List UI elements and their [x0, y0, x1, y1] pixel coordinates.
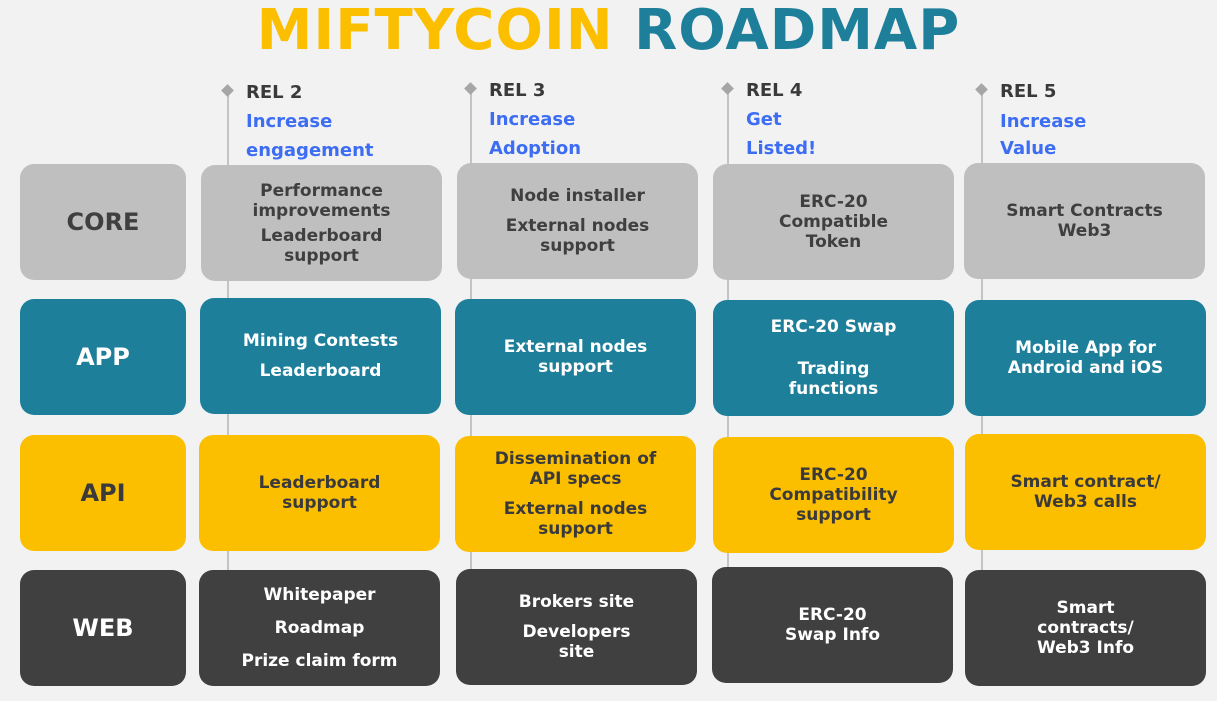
roadmap-item: Leaderboard support [260, 225, 383, 266]
roadmap-item: ERC-20 Swap [770, 317, 897, 337]
release-goal-line1: Get [746, 109, 782, 130]
roadmap-item: Whitepaper [263, 585, 376, 605]
row-label-api: API [20, 435, 186, 551]
milestone-marker-rel5 [975, 83, 988, 96]
roadmap-cell-web-rel5: Smart contracts/ Web3 Info [965, 570, 1206, 686]
milestone-marker-rel4 [721, 82, 734, 95]
roadmap-item: Brokers site [518, 592, 635, 612]
roadmap-item: Node installer [510, 186, 645, 206]
release-goal-line2: engagement [246, 140, 374, 161]
roadmap-item: External nodes support [503, 337, 648, 377]
row-label-app: APP [20, 299, 186, 415]
roadmap-item: Prize claim form [241, 651, 398, 671]
roadmap-item: Smart contract/ Web3 calls [1010, 472, 1161, 512]
release-label: REL 3 [489, 80, 546, 101]
roadmap-item: ERC-20 Compatibility support [769, 465, 898, 525]
release-label: REL 2 [246, 82, 303, 103]
roadmap-item: Developers site [522, 622, 631, 662]
roadmap-item: Mobile App for Android and iOS [1007, 338, 1164, 378]
roadmap-cell-api-rel4: ERC-20 Compatibility support [713, 437, 954, 553]
roadmap-cell-app-rel5: Mobile App for Android and iOS [965, 300, 1206, 416]
roadmap-item: External nodes support [505, 216, 650, 256]
roadmap-item: Leaderboard [259, 361, 382, 381]
roadmap-cell-core-rel5: Smart Contracts Web3 [964, 163, 1205, 279]
page-title: MIFTYCOIN ROADMAP [0, 0, 1217, 66]
release-goal-line2: Adoption [489, 138, 582, 159]
row-label-core: CORE [20, 164, 186, 280]
milestone-marker-rel3 [464, 82, 477, 95]
roadmap-cell-web-rel4: ERC-20 Swap Info [712, 567, 953, 683]
release-label: REL 4 [746, 80, 803, 101]
roadmap-cell-app-rel3: External nodes support [455, 299, 696, 415]
row-label-web: WEB [20, 570, 186, 686]
roadmap-cell-api-rel2: Leaderboard support [199, 435, 440, 551]
roadmap-item: Smart contracts/ Web3 Info [1036, 598, 1135, 658]
milestone-marker-rel2 [221, 84, 234, 97]
roadmap-cell-api-rel3: Dissemination of API specs External node… [455, 436, 696, 552]
title-roadmap: ROADMAP [634, 0, 961, 63]
roadmap-item: ERC-20 Swap Info [784, 605, 880, 645]
roadmap-cell-app-rel2: Mining Contests Leaderboard [200, 298, 441, 414]
release-goal-line1: Increase [489, 109, 576, 130]
roadmap-item: External nodes support [503, 499, 648, 539]
release-goal-line1: Increase [246, 111, 333, 132]
roadmap-item: Performance improvements [252, 180, 391, 221]
roadmap-cell-core-rel2: Performance improvements Leaderboard sup… [201, 165, 442, 281]
release-goal-line2: Listed! [746, 138, 817, 159]
roadmap-cell-web-rel3: Brokers site Developers site [456, 569, 697, 685]
roadmap-item: Smart Contracts Web3 [1006, 201, 1163, 241]
release-goal-line1: Increase [1000, 111, 1087, 132]
roadmap-item: Roadmap [274, 618, 365, 638]
roadmap-cell-app-rel4: ERC-20 Swap Trading functions [713, 300, 954, 416]
roadmap-cell-web-rel2: Whitepaper Roadmap Prize claim form [199, 570, 440, 686]
roadmap-cell-api-rel5: Smart contract/ Web3 calls [965, 434, 1206, 550]
release-label: REL 5 [1000, 81, 1057, 102]
roadmap-cell-core-rel4: ERC-20 Compatible Token [713, 164, 954, 280]
roadmap-cell-core-rel3: Node installer External nodes support [457, 163, 698, 279]
roadmap-item: Leaderboard support [258, 473, 381, 513]
release-goal-line2: Value [1000, 138, 1057, 159]
roadmap-item: Mining Contests [242, 331, 399, 351]
roadmap-item: ERC-20 Compatible Token [779, 192, 888, 252]
roadmap-item: Trading functions [788, 359, 879, 399]
roadmap-item: Dissemination of API specs [494, 449, 657, 489]
title-brand: MIFTYCOIN [256, 0, 614, 63]
